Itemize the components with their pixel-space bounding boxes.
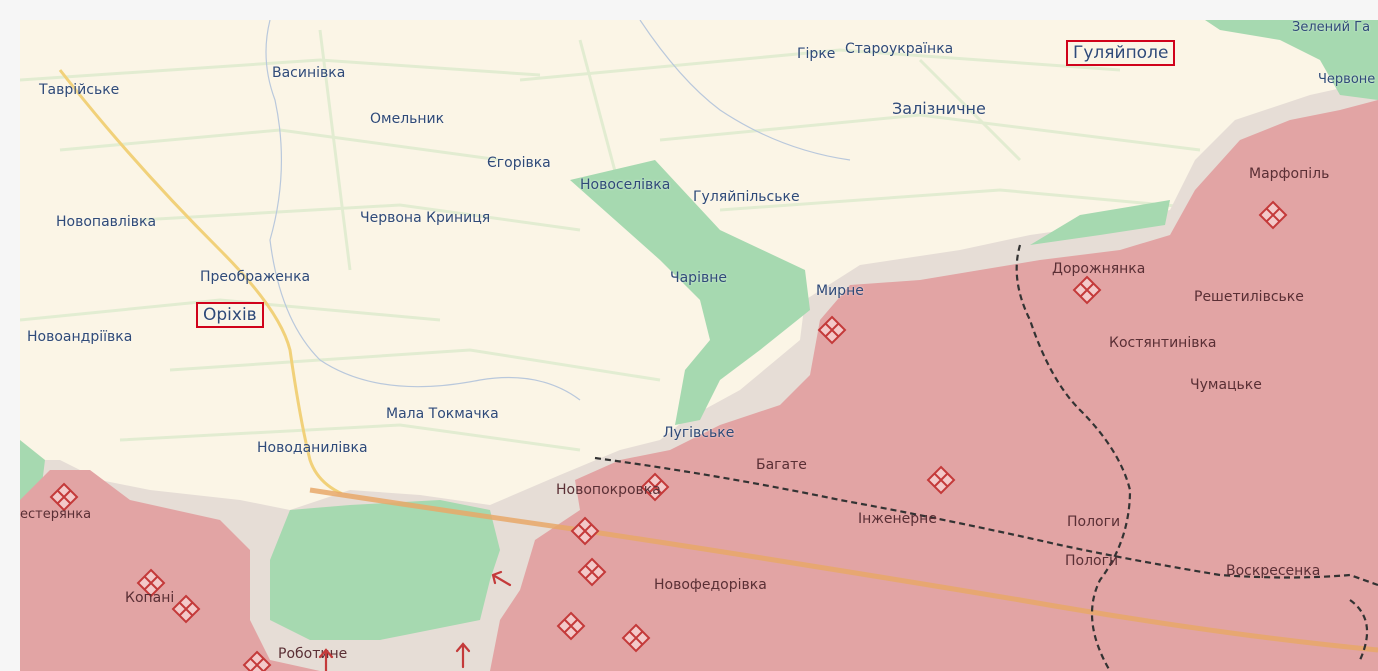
label-huliaipilske: Гуляйпільське [693, 189, 800, 205]
crossed-swords-diamond-icon [621, 623, 651, 653]
label-novopavlivka: Новопавлівка [56, 214, 157, 230]
crossed-swords-diamond-icon [1072, 275, 1102, 305]
label-chervona-krynytsia: Червона Криниця [360, 210, 491, 226]
label-novoandriivka: Новоандріївка [27, 329, 133, 345]
road-west [58, 69, 541, 522]
label-yehorivka: Єгорівка [487, 155, 551, 171]
crossed-swords-diamond-icon [49, 482, 79, 512]
label-omelnyk: Омельник [370, 111, 445, 127]
crossed-swords-diamond-icon [242, 650, 272, 671]
map-canvas[interactable]: Таврійське Васинівка Омельник Єгорівка Н… [20, 20, 1378, 671]
label-voskresenka: Воскресенка [1226, 563, 1321, 579]
crossed-swords-diamond-icon [926, 465, 956, 495]
liberated-zone-north [570, 160, 810, 425]
label-staroukrainka: Староукраїнка [845, 41, 954, 57]
crossed-swords-diamond-icon [817, 315, 847, 345]
railway-east-west [594, 456, 1378, 587]
label-mala-tokmachka: Мала Токмачка [386, 406, 499, 422]
river [265, 20, 581, 401]
label-vasynivka: Васинівка [272, 65, 346, 81]
label-huliaipole: Гуляйполе [1066, 40, 1176, 66]
label-dorozhnianka: Дорожнянка [1052, 261, 1146, 277]
attack-arrow-icon [318, 648, 334, 671]
crossed-swords-diamond-icon [171, 594, 201, 624]
label-zaliznychne: Залізничне [892, 99, 986, 118]
occupied-zone-main [490, 100, 1378, 671]
label-novoselivka: Новоселівка [580, 177, 671, 193]
occupied-zone [20, 470, 320, 671]
crossed-swords-diamond-icon [640, 472, 670, 502]
label-preobrazhenka: Преображенка [200, 269, 311, 285]
liberated-zone-south [270, 500, 500, 640]
label-kostiantynivka: Костянтинівка [1109, 335, 1217, 351]
label-polohy-1: Пологи [1067, 514, 1121, 530]
label-reshetylivske: Решетилівське [1194, 289, 1304, 305]
label-polohy-2: Пологи [1065, 553, 1119, 569]
label-charivne: Чарівне [670, 270, 727, 286]
crossed-swords-diamond-icon [570, 516, 600, 546]
railway-north-south [1015, 244, 1132, 671]
river-east [639, 20, 851, 161]
crossed-swords-diamond-icon [577, 557, 607, 587]
label-inzhenerne: Інженерне [858, 511, 937, 527]
label-bahate: Багате [756, 457, 807, 473]
label-novodanylivka: Новоданилівка [257, 440, 368, 456]
label-hirke: Гірке [797, 46, 836, 62]
map-layers [20, 20, 1378, 671]
crossed-swords-diamond-icon [556, 611, 586, 641]
label-luhivske: Лугівське [663, 425, 735, 441]
label-kopani: Копані [125, 590, 175, 606]
label-chumatske: Чумацьке [1190, 377, 1262, 393]
label-novopokrovka: Новопокровка [556, 482, 661, 498]
terrain-texture [20, 29, 1221, 452]
road-south [309, 487, 1378, 653]
crossed-swords-diamond-icon [1258, 200, 1288, 230]
label-robotyne: Роботине [278, 646, 348, 662]
label-zelenyi-hai: Зелений Га [1292, 20, 1371, 35]
label-chervone: Червоне [1318, 72, 1376, 87]
attack-arrow-icon [491, 570, 512, 587]
label-myrne: Мирне [816, 283, 864, 299]
attack-arrow-icon [455, 642, 471, 669]
label-tavriiske: Таврійське [39, 82, 120, 98]
crossed-swords-diamond-icon [136, 568, 166, 598]
label-sterianka: естерянка [20, 507, 92, 522]
label-marfopil: Марфопіль [1249, 166, 1330, 182]
label-orikhiv: Оріхів [196, 302, 264, 328]
label-novofedorivka: Новофедорівка [654, 577, 767, 593]
liberated-zone-top [1205, 20, 1378, 100]
railway-east-branch [1349, 599, 1369, 661]
liberated-zone-ne [1030, 200, 1170, 245]
